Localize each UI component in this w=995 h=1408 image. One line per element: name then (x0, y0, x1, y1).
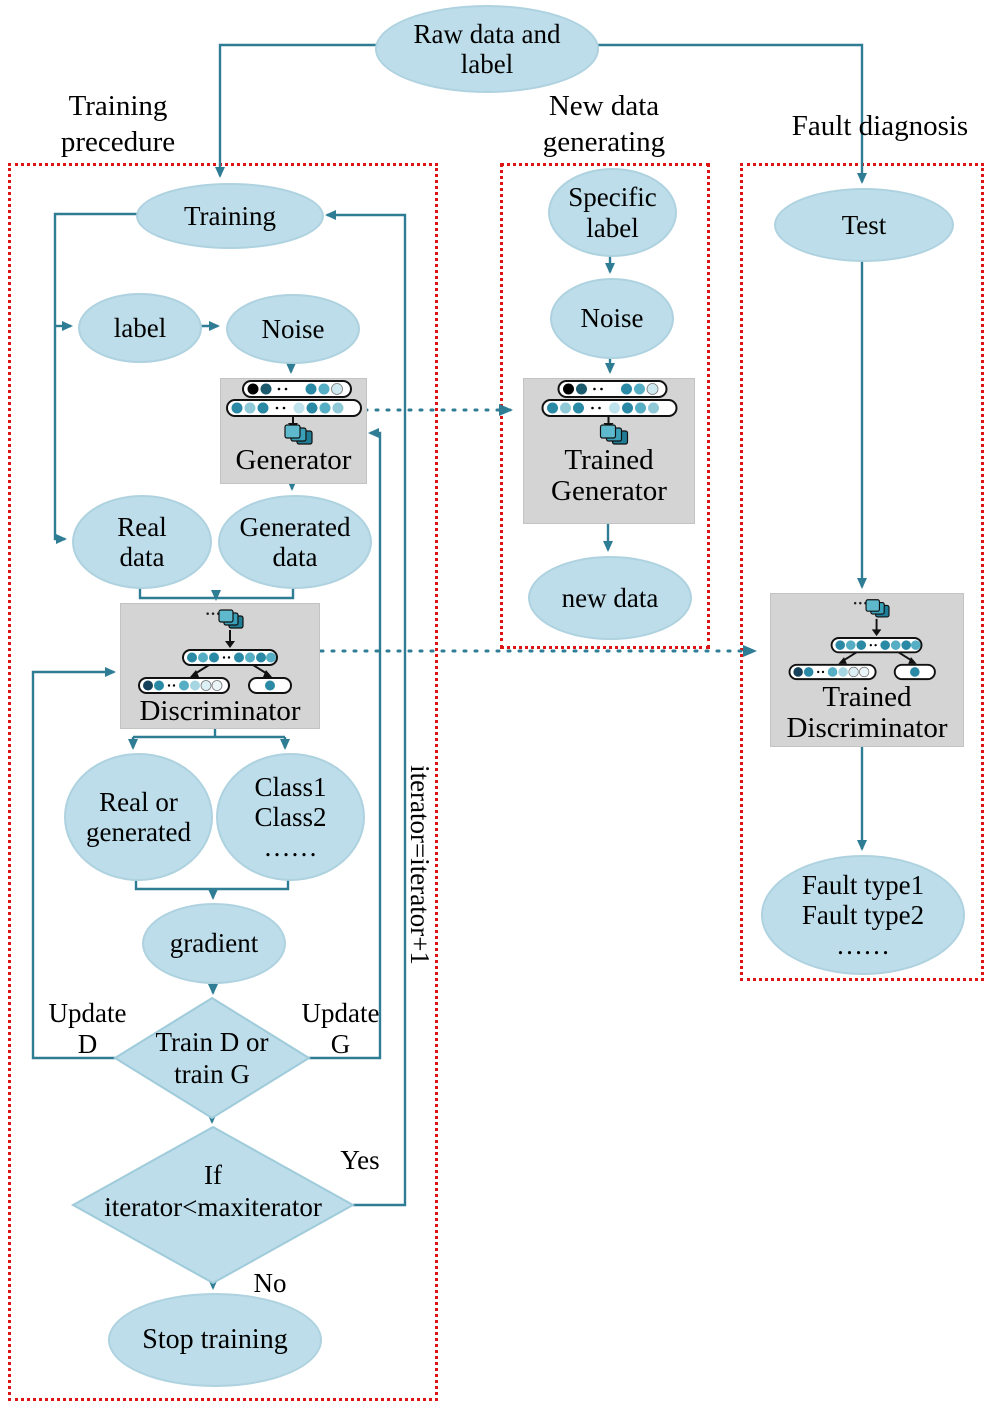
iterator-decision-diamond (70, 1125, 356, 1285)
no-label: No (253, 1268, 287, 1298)
node-discriminator-box: ··· (120, 603, 320, 729)
trained-discriminator-network-icon: ··· (788, 595, 936, 681)
discriminator-network-icon: ··· (138, 606, 292, 694)
edge-raw-to-test (593, 43, 867, 184)
node-noise2: Noise (550, 278, 674, 359)
discriminator-label: Discriminator (139, 695, 301, 727)
yes-label: Yes (340, 1145, 380, 1175)
node-label: label (78, 293, 202, 363)
edge-update-d (31, 667, 116, 1060)
edge-raw-to-training (215, 43, 378, 178)
iterator-increment-label: iterator=iterator+1 (405, 765, 435, 965)
node-new-data: new data (528, 556, 692, 640)
fault-section-header: Fault diagnosis (791, 110, 969, 142)
solid-connectors (31, 43, 867, 1290)
generator-label: Generator (235, 444, 352, 476)
node-stop-training: Stop training (108, 1293, 322, 1387)
dotted-connectors (319, 404, 757, 657)
node-gradient: gradient (142, 903, 286, 984)
train-decision-diamond (113, 996, 311, 1120)
edge-training-to-realdata (53, 212, 137, 544)
training-section-frame (8, 163, 438, 1401)
node-test: Test (774, 188, 954, 262)
generator-network-icon (226, 380, 362, 445)
node-noise: Noise (226, 294, 360, 364)
ellipsis-icon: ··· (205, 606, 221, 623)
node-trained-discriminator-box: ··· (770, 593, 964, 747)
trained-generator-network-icon (541, 380, 678, 445)
ellipsis-icon: ··· (853, 595, 868, 612)
edge-update-g (309, 428, 382, 1060)
node-training: Training (136, 183, 324, 249)
node-generator-box: Generator (220, 378, 367, 484)
edge-yes-loop (325, 210, 407, 1207)
